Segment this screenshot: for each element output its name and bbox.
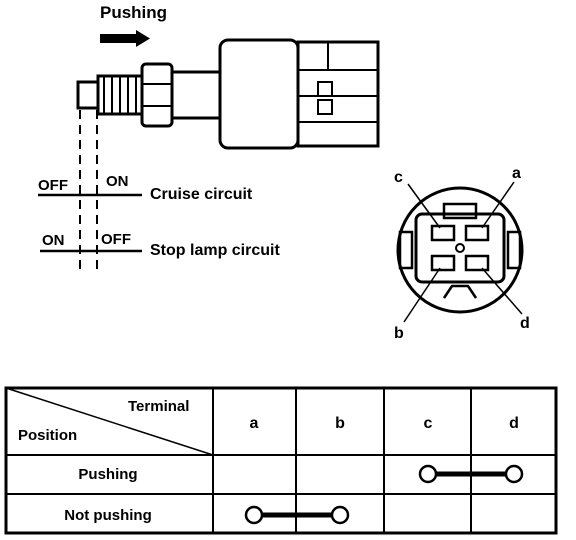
stop-lamp-off-label: OFF [101, 231, 131, 248]
connector-label-b: b [394, 325, 404, 342]
cruise-circuit-row: OFF ON Cruise circuit [38, 173, 253, 203]
connector-face [396, 181, 524, 323]
switch-body [218, 38, 300, 150]
cruise-on-label: ON [106, 173, 129, 190]
column-header-d: d [509, 415, 519, 432]
connector-label-c: c [394, 169, 403, 186]
continuity-links [244, 464, 524, 525]
header-terminal: Terminal [128, 398, 189, 415]
terminal-b [430, 254, 456, 272]
stop-lamp-circuit-row: ON OFF Stop lamp circuit [40, 231, 280, 259]
connector-label-a: a [512, 165, 521, 182]
column-header-c: c [424, 415, 433, 432]
continuity-terminal-c [418, 464, 438, 484]
continuity-terminal-b [330, 505, 350, 525]
plunger-travel-lines [79, 110, 98, 270]
connector-housing [296, 40, 380, 148]
terminal-a [464, 224, 490, 242]
cruise-off-label: OFF [38, 177, 68, 194]
row-label-pushing: Pushing [78, 466, 137, 483]
header-position: Position [18, 427, 77, 444]
connector-label-d: d [520, 315, 530, 332]
cruise-circuit-label: Cruise circuit [150, 186, 253, 203]
connector-outline [396, 186, 524, 314]
continuity-terminal-d [504, 464, 524, 484]
lock-nut [140, 62, 174, 128]
direction-label: Pushing [100, 3, 167, 22]
stop-lamp-on-label: ON [42, 232, 65, 249]
terminal-d [464, 254, 490, 272]
column-header-a: a [250, 415, 259, 432]
stop-lamp-circuit-label: Stop lamp circuit [150, 242, 280, 259]
column-header-b: b [335, 415, 345, 432]
continuity-terminal-a [244, 505, 264, 525]
row-label-not-pushing: Not pushing [64, 507, 151, 524]
header-diagonal [5, 387, 214, 456]
stop-lamp-switch [76, 38, 380, 150]
pushing-arrow-icon [100, 30, 150, 47]
plunger-tip [76, 80, 100, 110]
terminal-c [430, 224, 456, 242]
continuity-table [4, 386, 558, 535]
